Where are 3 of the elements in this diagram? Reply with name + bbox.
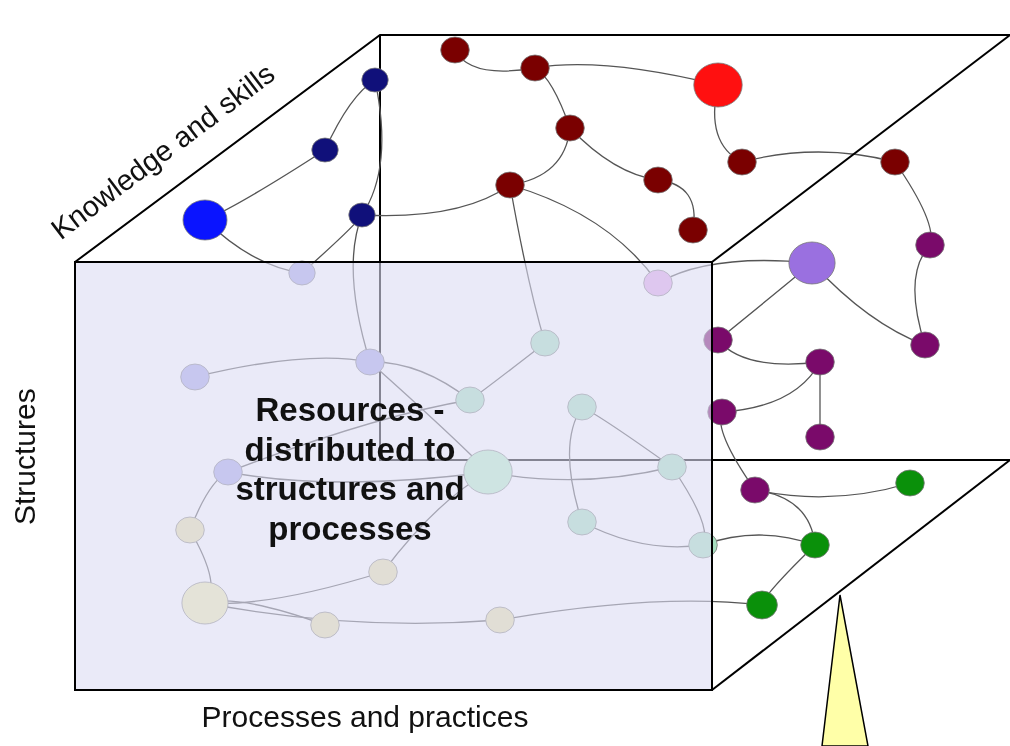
face-label: Processes and practices	[200, 700, 530, 734]
center-title: Resources - distributed to structures and processes	[234, 390, 466, 549]
face-label: Structures	[8, 388, 42, 525]
